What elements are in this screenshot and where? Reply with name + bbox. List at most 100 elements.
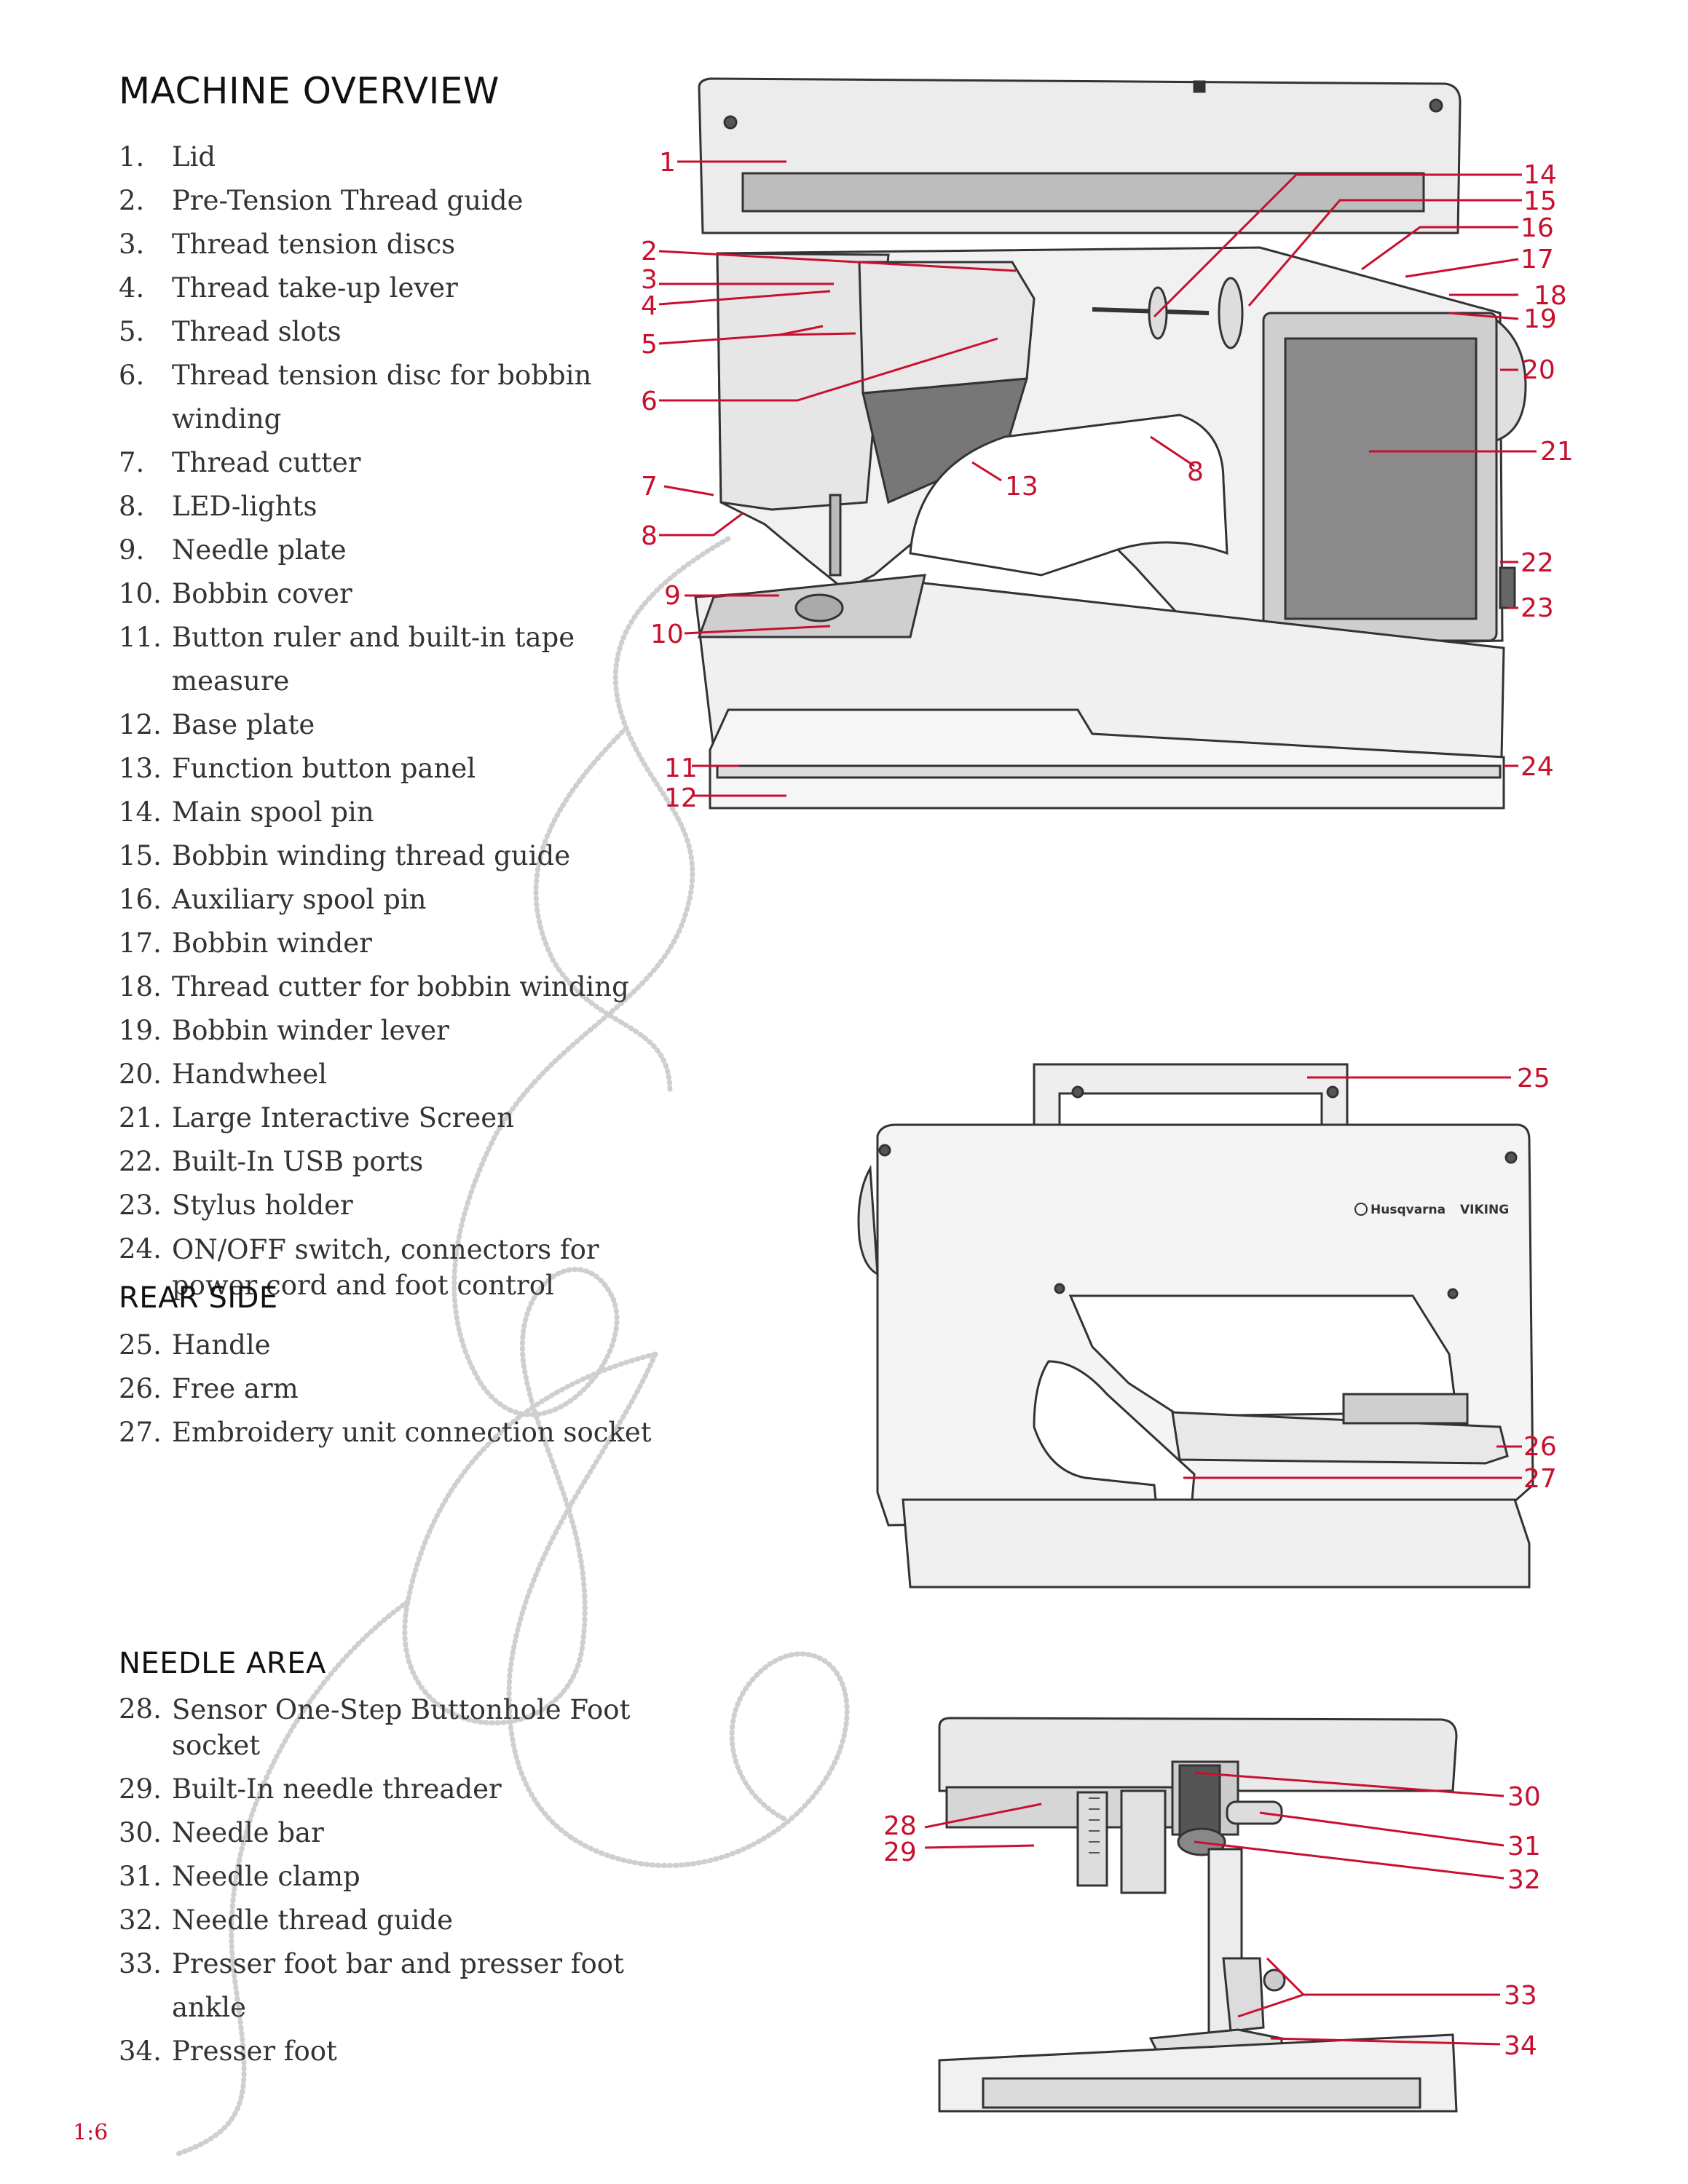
item-text: Thread cutter (172, 447, 361, 478)
list-item: 30. Needle bar (119, 1811, 672, 1855)
item-number: 22. (119, 1146, 162, 1177)
list-item: 28. Sensor One-Step Buttonhole Foot socke… (119, 1688, 672, 1768)
item-number: 3. (119, 229, 145, 260)
item-number: 12. (119, 709, 162, 740)
list-item: 20. Handwheel (119, 1053, 672, 1096)
item-number: 2. (119, 185, 145, 216)
list-item: 26. Free arm (119, 1367, 672, 1411)
item-text: Large Interactive Screen (172, 1102, 514, 1133)
rear-side-list: 25. Handle 26. Free arm 27. Embroidery unit… (119, 1324, 672, 1455)
item-text: Sensor One-Step Buttonhole Foot socket (172, 1694, 631, 1761)
item-number: 15. (119, 840, 162, 871)
needle-area-heading: NEEDLE AREA (119, 1647, 326, 1680)
item-number: 18. (119, 971, 162, 1002)
item-text: ON/OFF switch, connectors for power cord… (172, 1234, 599, 1301)
item-number: 30. (119, 1817, 162, 1848)
list-item: 19.Bobbin winder lever (119, 1009, 672, 1053)
list-item: 29. Built-In needle threader (119, 1768, 672, 1811)
item-text: Presser foot bar and presser foot ankle (172, 1948, 624, 2023)
item-text: Needle clamp (172, 1861, 360, 1892)
item-text: Stylus holder (172, 1190, 353, 1221)
machine-overview-list: 1. Lid 2. Pre-Tension Thread guide 3. Threa… (119, 135, 672, 1307)
item-number: 29. (119, 1773, 162, 1805)
item-text: Pre-Tension Thread guide (172, 185, 524, 216)
item-text: Base plate (172, 709, 315, 740)
list-item: 32. Needle thread guide (119, 1899, 672, 1942)
list-item: 22. Built-In USB ports (119, 1140, 672, 1184)
item-number: 8. (119, 491, 145, 522)
item-number: 11. (119, 622, 162, 653)
list-item: 1. Lid (119, 135, 672, 179)
item-text: Built-In USB ports (172, 1146, 424, 1177)
item-text: Needle plate (172, 534, 347, 566)
item-text: Auxiliary spool pin (172, 884, 427, 915)
list-item: 31. Needle clamp (119, 1855, 672, 1899)
list-item: 14. Main spool pin (119, 791, 672, 834)
item-number: 6. (119, 360, 145, 391)
item-text: Thread take-up lever (172, 272, 458, 304)
item-text: Thread tension disc for bobbin winding (172, 360, 592, 435)
item-text: Built-In needle threader (172, 1773, 502, 1805)
item-number: 24. (119, 1233, 162, 1265)
list-item: 11. Button ruler and built-in tape measur… (119, 616, 672, 703)
list-item: 5. Thread slots (119, 310, 672, 354)
item-number: 16. (119, 884, 162, 915)
item-text: Lid (172, 141, 216, 173)
list-item: 34. Presser foot (119, 2030, 672, 2073)
list-item: 7. Thread cutter (119, 441, 672, 485)
item-number: 28. (119, 1693, 162, 1725)
item-number: 7. (119, 447, 145, 478)
item-text: Handle (172, 1329, 271, 1361)
item-number: 33. (119, 1948, 162, 1979)
item-text: Handwheel (172, 1059, 327, 1090)
item-text: Main spool pin (172, 796, 374, 828)
item-text: Thread tension discs (172, 229, 456, 260)
needle-area-list: 28. Sensor One-Step Buttonhole Foot socke… (119, 1688, 672, 2073)
item-number: 9. (119, 534, 145, 566)
list-item: 4. Thread take-up lever (119, 266, 672, 310)
list-item: 9. Needle plate (119, 529, 672, 572)
list-item: 3. Thread tension discs (119, 223, 672, 266)
list-item: 33. Presser foot bar and presser foot ank… (119, 1942, 672, 2030)
item-number: 13. (119, 753, 162, 784)
item-number: 14. (119, 796, 162, 828)
list-item: 6. Thread tension disc for bobbin winding (119, 354, 672, 441)
list-item: 18. Thread cutter for bobbin winding (119, 965, 672, 1009)
item-text: Function button panel (172, 753, 476, 784)
item-text: LED-lights (172, 491, 318, 522)
item-text: Embroidery unit connection socket (172, 1417, 652, 1448)
list-item: 10.Bobbin cover (119, 572, 672, 616)
item-text: Thread cutter for bobbin winding (172, 971, 629, 1002)
list-item: 12. Base plate (119, 703, 672, 747)
item-number: 32. (119, 1904, 162, 1936)
list-item: 13. Function button panel (119, 747, 672, 791)
item-text: Bobbin winder (172, 927, 372, 959)
item-number: 27. (119, 1417, 162, 1448)
item-number: 25. (119, 1329, 162, 1361)
item-text: Bobbin cover (172, 578, 352, 609)
list-item: 16. Auxiliary spool pin (119, 878, 672, 922)
item-text: Bobbin winding thread guide (172, 840, 571, 871)
item-text: Bobbin winder lever (172, 1015, 449, 1046)
item-text: Button ruler and built-in tape measure (172, 622, 575, 697)
item-text: Presser foot (172, 2035, 337, 2067)
item-number: 26. (119, 1373, 162, 1404)
item-text: Free arm (172, 1373, 299, 1404)
list-item: 15. Bobbin winding thread guide (119, 834, 672, 878)
item-text: Thread slots (172, 316, 342, 347)
item-number: 20. (119, 1059, 162, 1090)
list-item: 23. Stylus holder (119, 1184, 672, 1227)
item-text: Needle thread guide (172, 1904, 454, 1936)
list-item: 21.Large Interactive Screen (119, 1096, 672, 1140)
item-number: 31. (119, 1861, 162, 1892)
item-number: 4. (119, 272, 145, 304)
list-item: 8. LED-lights (119, 485, 672, 529)
list-item: 25. Handle (119, 1324, 672, 1367)
item-number: 23. (119, 1190, 162, 1221)
machine-overview-heading: MACHINE OVERVIEW (119, 70, 500, 112)
item-number: 34. (119, 2035, 162, 2067)
item-number: 1. (119, 141, 145, 173)
item-number: 5. (119, 316, 145, 347)
item-text: Needle bar (172, 1817, 324, 1848)
